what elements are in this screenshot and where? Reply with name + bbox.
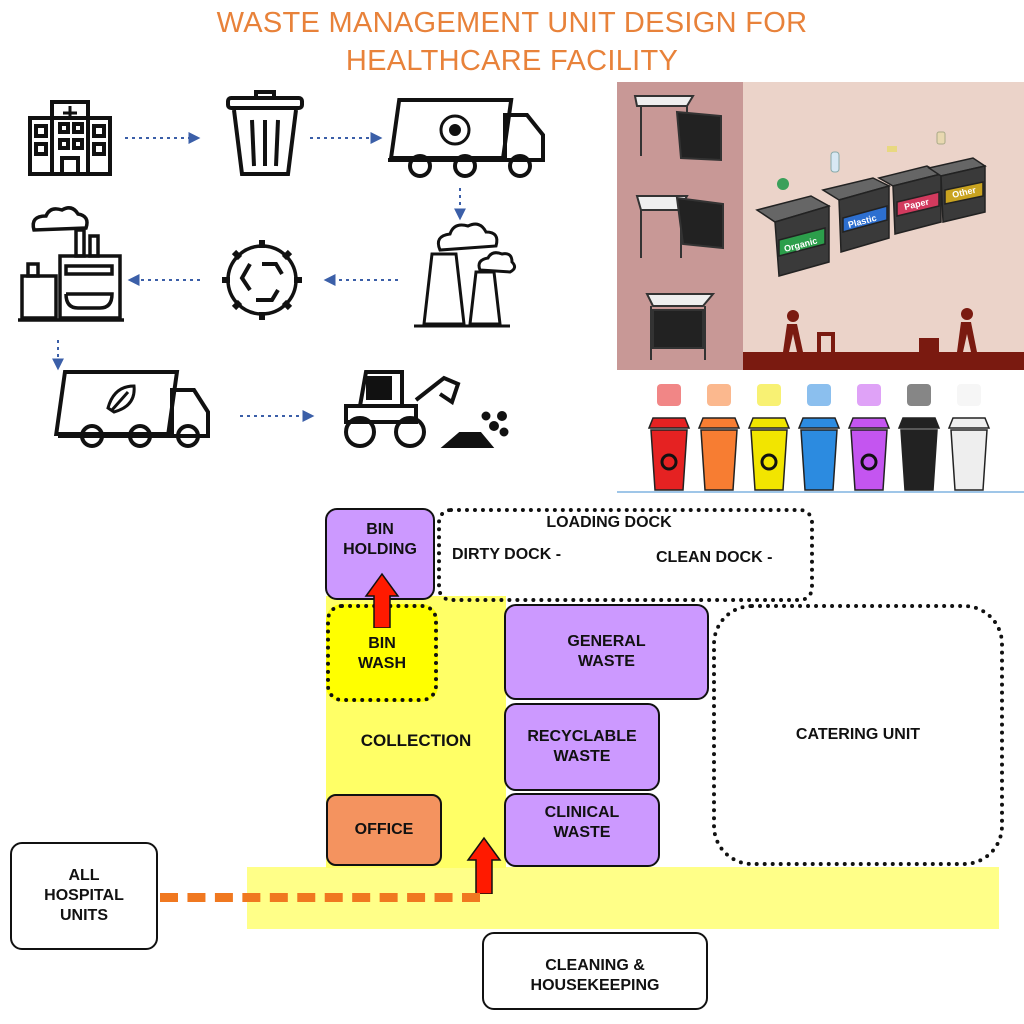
waste-transfer-path <box>160 893 480 902</box>
collection-label: COLLECTION <box>360 731 472 750</box>
title-line-2: HEALTHCARE FACILITY <box>345 45 679 77</box>
bulldozer-icon <box>344 370 509 448</box>
title-line-1: WASTE MANAGEMENT UNIT DESIGN FOR <box>216 7 808 39</box>
all-hospital-units-box: ALL HOSPITAL UNITS <box>10 842 158 950</box>
hospital-icon <box>28 100 112 176</box>
colored-bin <box>647 384 691 491</box>
factory-chimney-icon <box>414 222 517 328</box>
recyclable-waste-room: RECYCLABLE WASTE <box>504 703 660 791</box>
loading-dock-label: LOADING DOCK <box>546 514 672 531</box>
catering-unit-label: CATERING UNIT <box>795 726 921 743</box>
colored-bin <box>847 384 891 491</box>
bin-scene-illustration: Organic Plastic Paper Other <box>617 82 1024 370</box>
general-waste-label: GENERAL WASTE <box>567 633 646 670</box>
general-waste-room: GENERAL WASTE <box>504 604 709 700</box>
clinical-waste-label: CLINICAL WASTE <box>544 804 620 841</box>
dirty-dock-label: DIRTY DOCK - <box>452 546 562 563</box>
colored-bin <box>947 384 991 491</box>
all-hospital-units-label: ALL HOSPITAL UNITS <box>44 867 124 924</box>
loading-dock <box>437 508 814 602</box>
leaf-truck-icon <box>53 370 210 448</box>
page-title: WASTE MANAGEMENT UNIT DESIGN FOR HEALTHC… <box>0 4 1024 80</box>
recycle-gear-icon <box>222 240 302 320</box>
recyclable-waste-label: RECYCLABLE WASTE <box>527 728 637 765</box>
bin-holding-label: BIN HOLDING <box>343 521 417 558</box>
clean-dock-label: CLEAN DOCK - <box>656 549 773 566</box>
cleaning-housekeeping-box: CLEANING & HOUSEKEEPING <box>482 932 708 1010</box>
cleaning-housekeeping-label: CLEANING & HOUSEKEEPING <box>530 957 660 994</box>
office-label: OFFICE <box>354 821 414 838</box>
clinical-waste-room: CLINICAL WASTE <box>504 793 660 867</box>
colored-bin-row <box>617 384 1024 493</box>
colored-bin <box>897 384 941 491</box>
corridor-to-clinical-arrow <box>466 836 502 894</box>
colored-bin <box>697 384 741 491</box>
catering-unit: CATERING UNIT <box>712 604 1004 866</box>
colored-bin <box>797 384 841 491</box>
waste-process-flow <box>18 90 545 448</box>
trash-can-icon <box>226 90 304 176</box>
industrial-plant-icon <box>18 206 124 322</box>
bin-wash-label: BIN WASH <box>358 635 406 672</box>
biohazard-truck-icon <box>388 98 545 178</box>
office-room: OFFICE <box>326 794 442 866</box>
bin-wash-to-holding-arrow <box>364 572 400 628</box>
colored-bin <box>747 384 791 491</box>
